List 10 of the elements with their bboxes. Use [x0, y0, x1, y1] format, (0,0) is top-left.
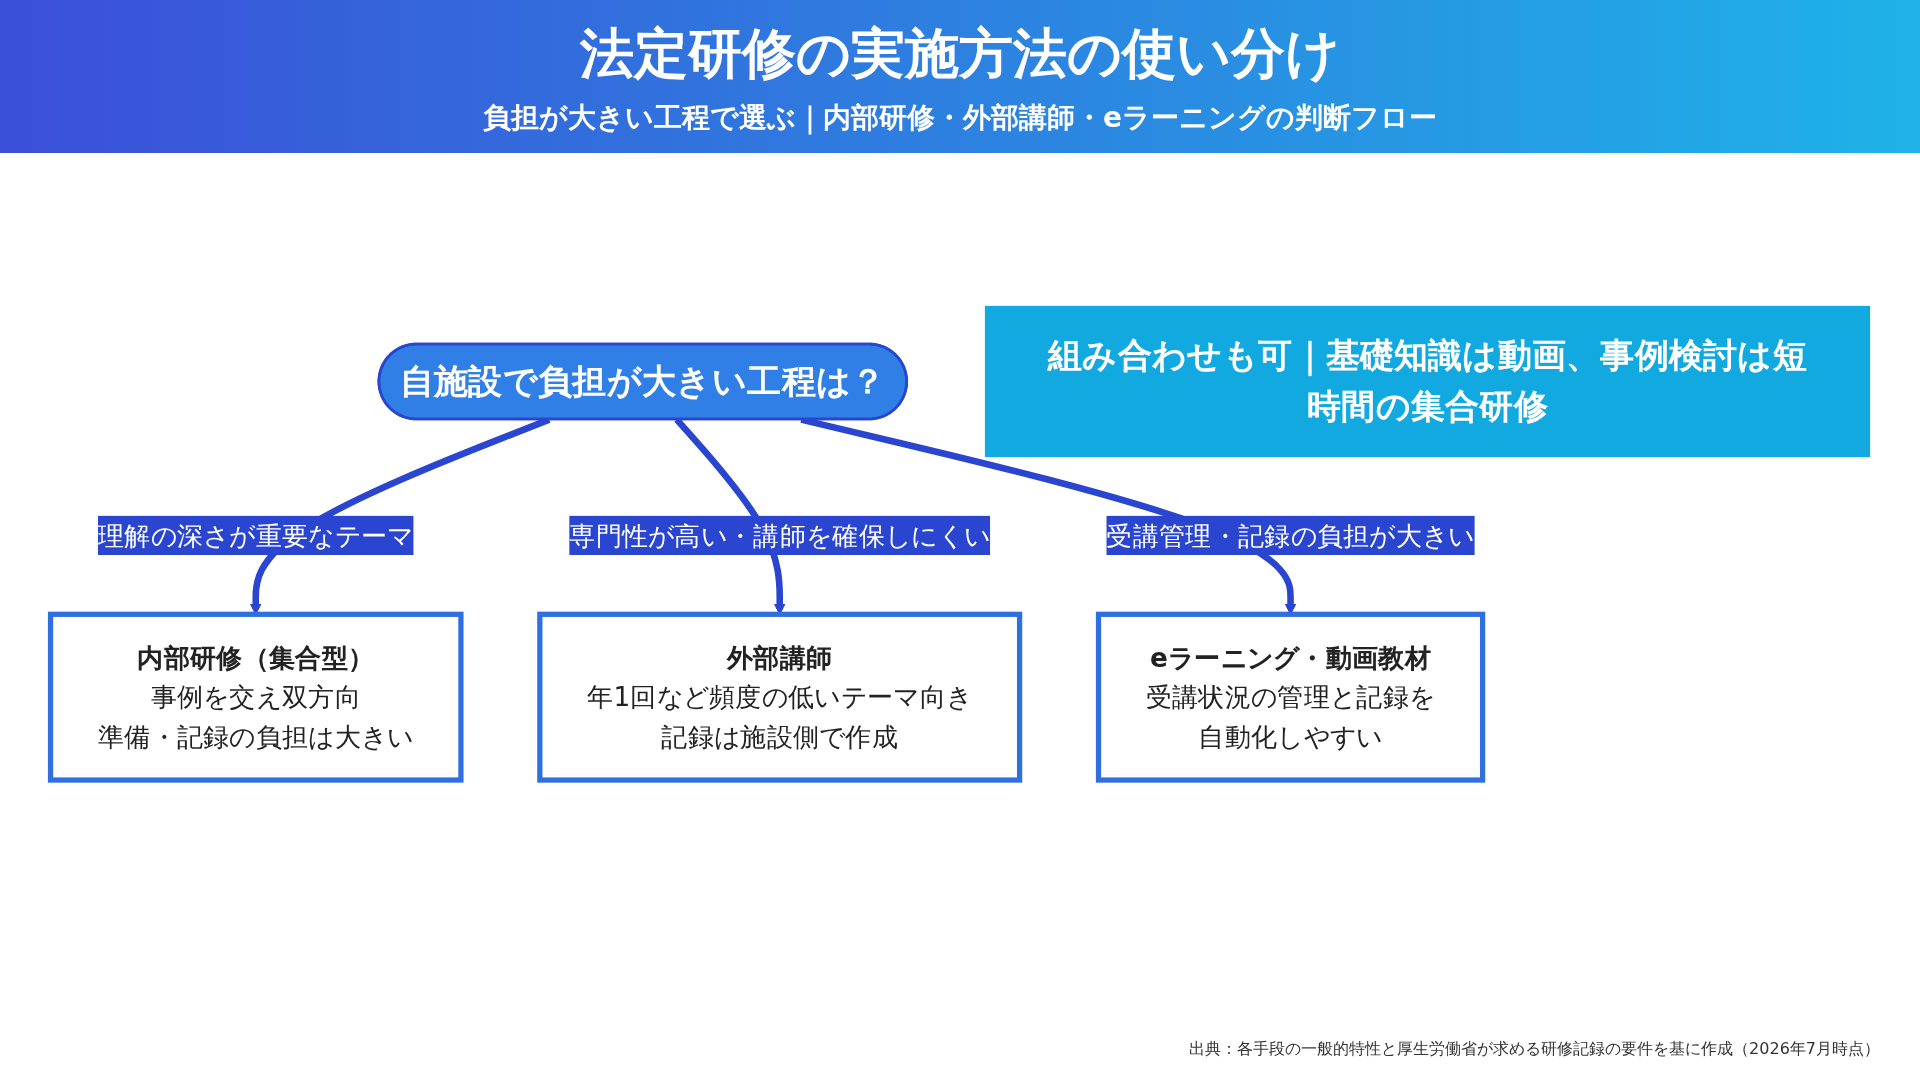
node-box: 内部研修（集合型） 事例を交え双方向 準備・記録の負担は大きい [47, 611, 464, 783]
subtitle: 負担が大きい工程で選ぶ｜内部研修・外部講師・eラーニングの判断フロー [483, 100, 1437, 137]
source-note: 出典：各手段の一般的特性と厚生労働省が求める研修記録の要件を基に作成（2026年7月時点） [1189, 1039, 1880, 1060]
edge-label: 理解の深さが重要なテーマ [97, 519, 414, 551]
node-box: eラーニング・動画教材 受講状況の管理と記録を 自動化しやすい [1095, 611, 1486, 783]
node-box: 外部講師 年1回など頻度の低いテーマ向き 記録は施設側で作成 [537, 611, 1023, 783]
edge-label: 受講管理・記録の負担が大きい [1106, 519, 1475, 551]
edge-label: 専門性が高い・講師を確保しにくい [569, 519, 991, 551]
diagram-title: 法定研修の実施方法の使い分け [579, 21, 1341, 87]
node-box: 組み合わせも可｜基礎知識は動画、事例検討は短時間の集合研修 [984, 305, 1871, 457]
